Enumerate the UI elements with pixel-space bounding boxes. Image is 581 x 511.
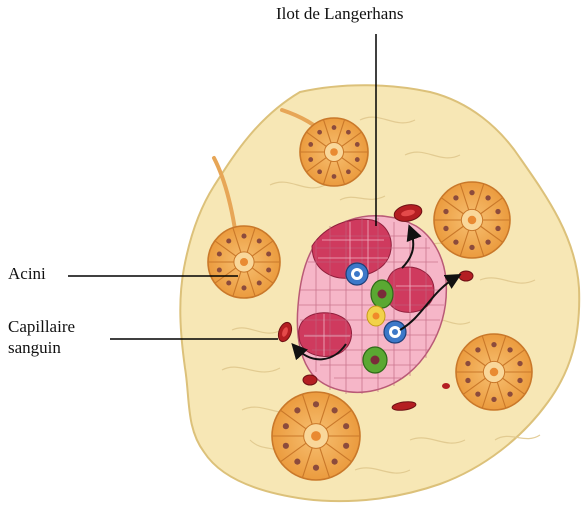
blood-vessel [303, 375, 317, 385]
alpha-cell [384, 321, 406, 343]
acinus [434, 182, 510, 258]
acinus [272, 392, 360, 480]
capillary-label-line2: sanguin [8, 338, 61, 358]
blood-vessel [459, 271, 473, 281]
blood-vessel [442, 383, 450, 389]
islet-label: Ilot de Langerhans [276, 4, 403, 24]
beta-cell [371, 280, 393, 308]
beta-cell [363, 347, 387, 373]
capillary-label-line1: Capillaire [8, 317, 75, 337]
delta-cell [367, 306, 385, 326]
acinus [456, 334, 532, 410]
acinus [300, 118, 368, 186]
acinus [208, 226, 280, 298]
alpha-cell [346, 263, 368, 285]
acini-label: Acini [8, 264, 46, 284]
